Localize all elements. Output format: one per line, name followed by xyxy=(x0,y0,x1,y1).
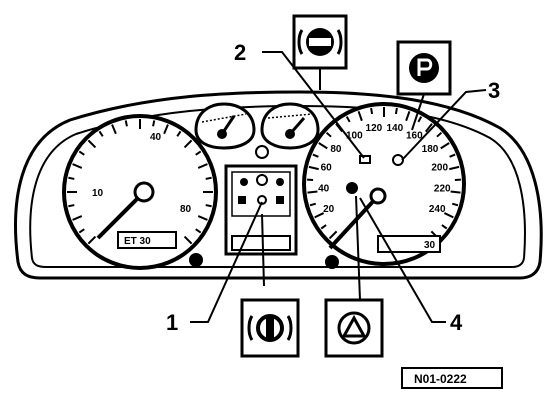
left-gauge-tick-label: 10 xyxy=(92,188,104,199)
right-gauge-tick-label: 240 xyxy=(429,204,446,215)
right-gauge-tick-label: 80 xyxy=(330,144,342,155)
abs-warning-icon-box xyxy=(242,300,298,356)
right-gauge-tick-label: 140 xyxy=(386,123,403,134)
right-gauge-tick-label: 180 xyxy=(422,144,439,155)
right-gauge-tick-label: 20 xyxy=(323,204,335,215)
parking-brake-icon xyxy=(409,53,439,83)
left-gauge-knob xyxy=(189,253,203,267)
hazard-triangle-icon-box xyxy=(326,300,382,356)
center-warning-panel xyxy=(226,166,296,254)
fuel-gauge xyxy=(262,104,318,148)
warning-lamp xyxy=(238,196,246,204)
left-gauge-tick xyxy=(68,205,74,206)
callout-1: 1 xyxy=(166,310,178,335)
right-gauge-tick-label: 40 xyxy=(318,184,330,195)
right-gauge-tick-label: 100 xyxy=(346,130,363,141)
right-gauge-hub xyxy=(371,189,385,203)
warning-lamp xyxy=(276,196,284,204)
right-gauge-tick xyxy=(396,108,397,114)
left-gauge-tick xyxy=(206,205,212,206)
parking-brake-icon-box xyxy=(398,42,450,94)
right-gauge-tick-label: 120 xyxy=(366,123,383,134)
center-clock-knob xyxy=(256,146,268,158)
left-gauge-tick xyxy=(153,120,154,126)
right-gauge-tick-label: 220 xyxy=(434,184,451,195)
left-gauge-tick xyxy=(206,178,212,179)
warning-lamp xyxy=(240,178,248,186)
right-gauge-odometer-text: 30 xyxy=(424,240,436,251)
callout-2: 2 xyxy=(234,40,246,65)
right-gauge-tick xyxy=(451,192,461,193)
left-gauge: 10 40 80 ET 30 xyxy=(64,116,216,268)
left-gauge-tick-label: 80 xyxy=(180,204,192,215)
left-gauge-tick-label: 40 xyxy=(150,132,162,143)
right-gauge-knob xyxy=(325,255,339,269)
left-gauge-tick xyxy=(126,120,127,126)
left-gauge-hub xyxy=(135,183,153,201)
right-gauge-center-lamp xyxy=(346,182,358,194)
right-gauge-tick xyxy=(371,108,372,114)
temperature-gauge xyxy=(196,104,254,148)
left-gauge-tick xyxy=(68,178,74,179)
warning-lamp xyxy=(276,178,284,186)
right-gauge-tick-label: 200 xyxy=(431,163,448,174)
right-gauge-tick-label: 60 xyxy=(321,163,333,174)
right-gauge-tick xyxy=(307,192,317,193)
brake-system-warning-icon-box xyxy=(294,16,346,68)
callout-4: 4 xyxy=(450,310,463,335)
callout-3: 3 xyxy=(488,78,500,103)
reference-code: N01-0222 xyxy=(414,372,467,386)
left-gauge-odometer-text: ET 30 xyxy=(124,236,151,247)
